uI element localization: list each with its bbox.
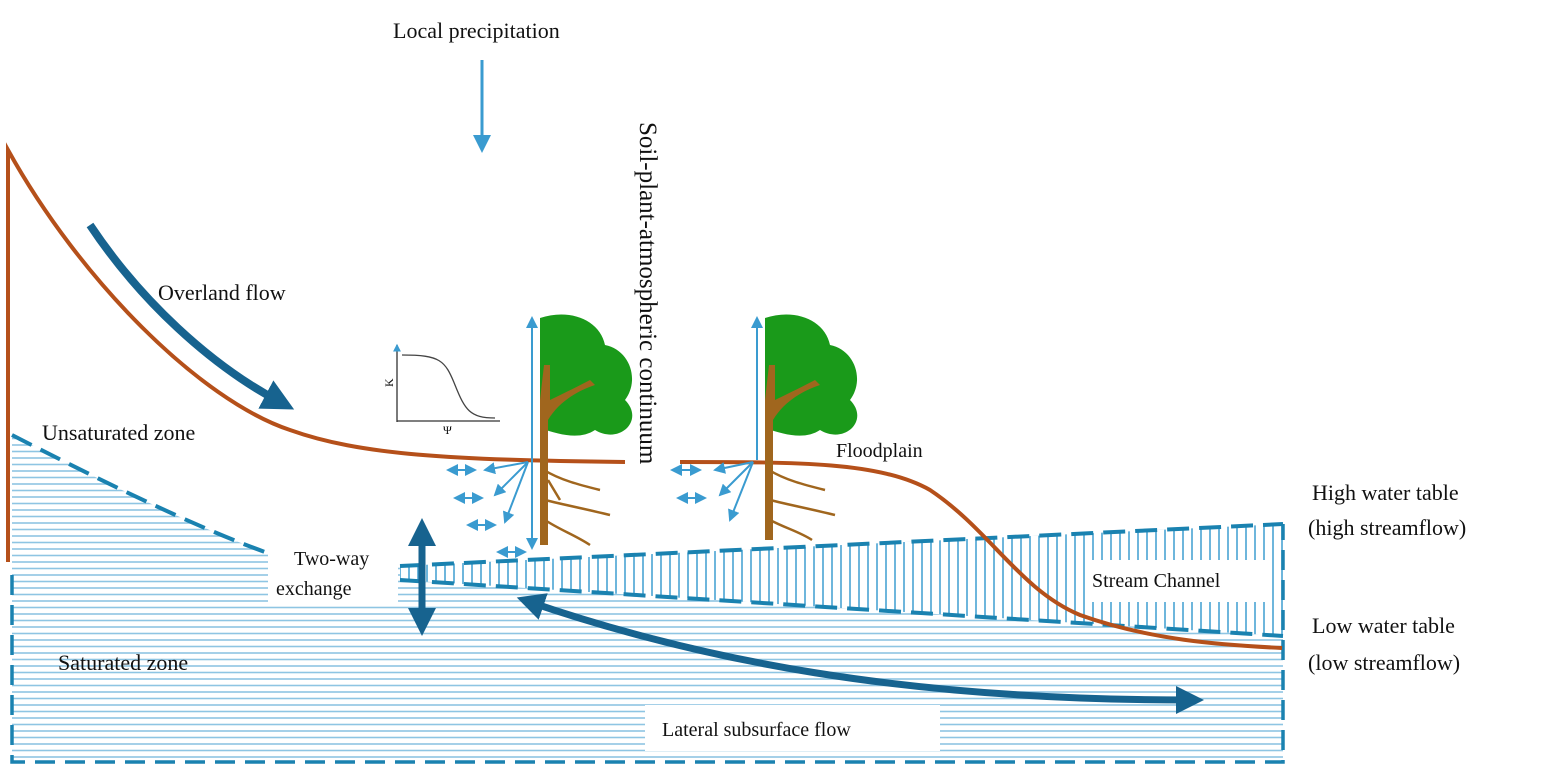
high-streamflow-label: (high streamflow) (1308, 515, 1466, 540)
domain-border (10, 524, 1285, 764)
conductivity-curve-inset: K Ψ (382, 343, 500, 437)
tree-icon (446, 314, 633, 558)
saturated-zone-label: Saturated zone (58, 650, 188, 675)
overland-flow-label: Overland flow (158, 280, 286, 305)
floodplain-label: Floodplain (836, 440, 923, 462)
lateral-flow-label: Lateral subsurface flow (662, 719, 851, 741)
precipitation-label: Local precipitation (393, 18, 560, 43)
spac-label: Soil-plant-atmospheric continuum (634, 122, 661, 465)
high-water-table-label: High water table (1312, 480, 1459, 505)
inset-x-axis-label: Ψ (443, 423, 452, 437)
low-water-table-label: Low water table (1312, 613, 1455, 638)
two-way-exchange-label-2: exchange (276, 578, 352, 600)
overland-flow-arrow (86, 222, 295, 410)
water-table-line (11, 433, 266, 554)
high-water-table-line (399, 522, 1284, 568)
stream-channel-label: Stream Channel (1092, 570, 1221, 592)
tree-icon (670, 314, 858, 542)
low-streamflow-label: (low streamflow) (1308, 650, 1460, 675)
two-way-exchange-label: Two-way (294, 548, 369, 570)
inset-y-axis-label: K (382, 378, 396, 387)
unsaturated-zone-label: Unsaturated zone (42, 420, 195, 445)
lateral-flow-arrow (516, 593, 1204, 714)
ground-surface (5, 142, 626, 562)
